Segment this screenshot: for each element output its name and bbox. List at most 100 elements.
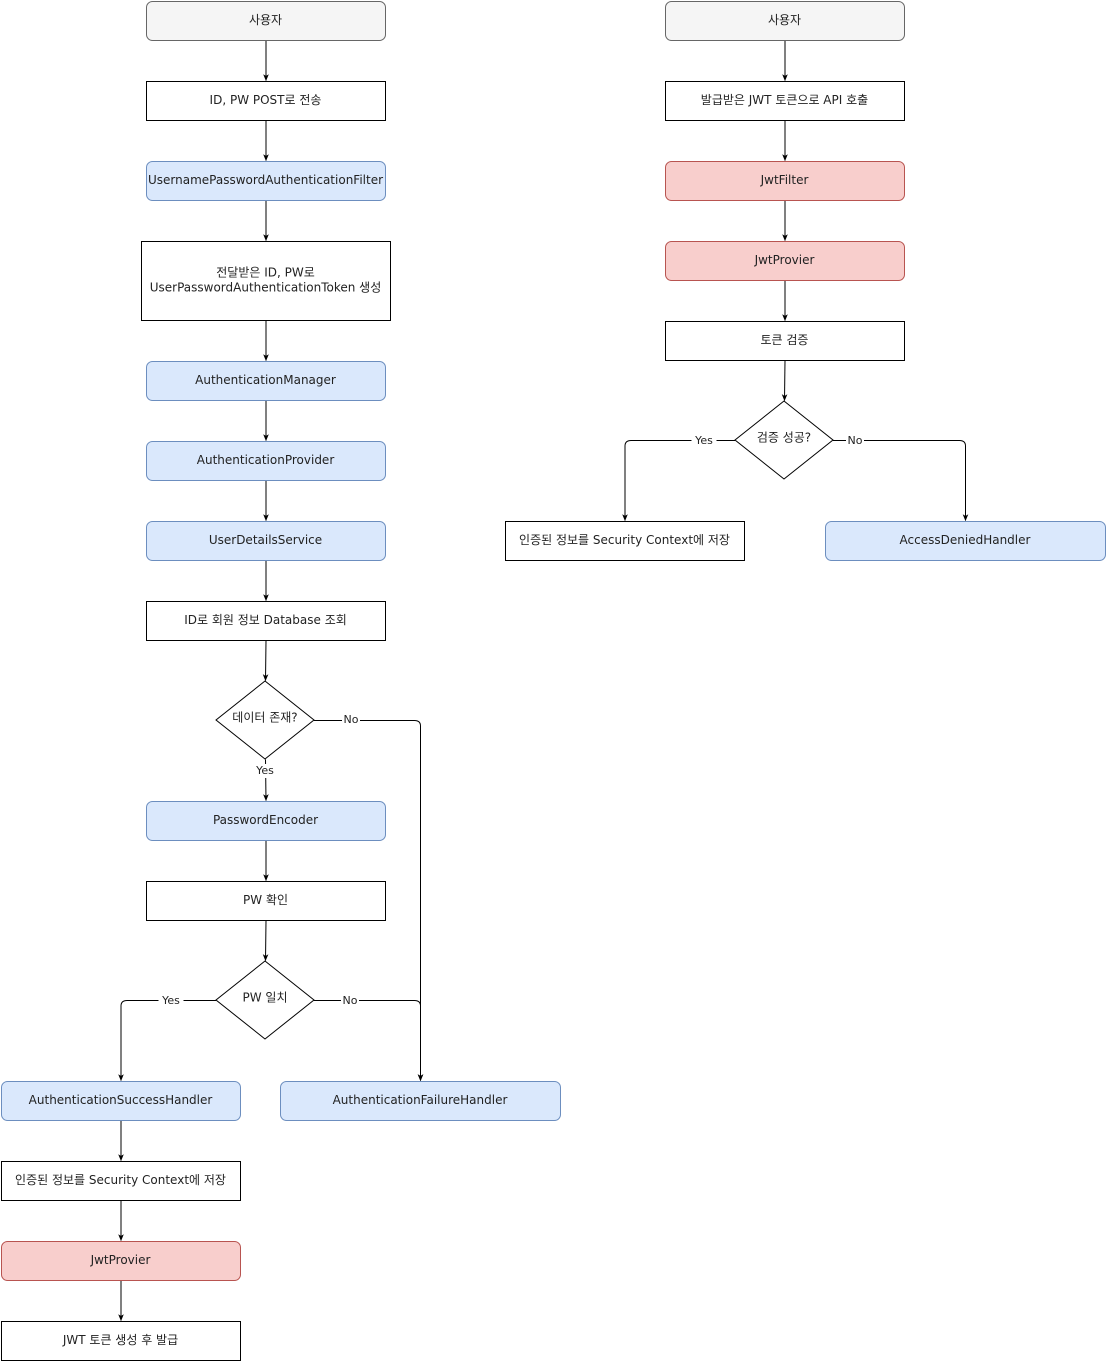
- node-label: 발급받은 JWT 토큰으로 API 호출: [701, 93, 868, 107]
- edge-label-text: No: [848, 434, 863, 447]
- node-l-db: ID로 회원 정보 Database 조회: [146, 601, 386, 641]
- node-r-denied: AccessDeniedHandler: [825, 521, 1106, 561]
- edge-label-background: [342, 713, 360, 727]
- process-box: [141, 241, 391, 321]
- process-box: [280, 1081, 561, 1121]
- process-box: [146, 81, 386, 121]
- edge-label-text: Yes: [161, 994, 180, 1007]
- node-label: AccessDeniedHandler: [900, 533, 1031, 547]
- edge-label-l-match-no: No: [341, 994, 359, 1008]
- node-l-provider: AuthenticationProvider: [146, 441, 386, 481]
- edge-label-text: Yes: [255, 764, 274, 777]
- process-box: [1, 1321, 241, 1361]
- node-label: 사용자: [768, 13, 801, 27]
- edge-label-background: [691, 434, 717, 448]
- process-box: [146, 361, 386, 401]
- node-label: 인증된 정보를 Security Context에 저장: [519, 533, 730, 547]
- edge-label-r-ok-no: No: [846, 434, 864, 448]
- process-box: [1, 1161, 241, 1201]
- node-r-ok: 검증 성공?: [734, 400, 834, 480]
- process-box: [146, 881, 386, 921]
- edge-label-background: [158, 994, 184, 1008]
- process-box: [146, 441, 386, 481]
- edge-match-no-to-failure: [314, 1000, 424, 1082]
- node-r-verify: 토큰 검증: [665, 321, 905, 361]
- node-l-jwtprov: JwtProvier: [1, 1241, 241, 1281]
- process-box: [146, 601, 386, 641]
- node-label: JwtProvier: [90, 1253, 151, 1267]
- node-r-call: 발급받은 JWT 토큰으로 API 호출: [665, 81, 905, 121]
- node-l-post: ID, PW POST로 전송: [146, 81, 386, 121]
- process-box: [665, 321, 905, 361]
- node-label: 검증 성공?: [757, 431, 811, 445]
- node-label: 데이터 존재?: [232, 711, 297, 725]
- node-label: PasswordEncoder: [213, 813, 318, 827]
- node-label: 인증된 정보를 Security Context에 저장: [15, 1173, 226, 1187]
- process-box: [1, 1241, 241, 1281]
- node-r-user: 사용자: [665, 1, 905, 41]
- edge-ok-no-to-denied: [833, 440, 969, 522]
- node-label: ID로 회원 정보 Database 조회: [184, 613, 347, 627]
- decision-shape: [215, 680, 315, 760]
- edge-label-l-match-yes: Yes: [158, 994, 184, 1008]
- node-label: PW 일치: [243, 991, 288, 1005]
- node-l-filter: UsernamePasswordAuthenticationFilter: [146, 161, 386, 201]
- node-l-token: 전달받은 ID, PW로UserPasswordAuthenticationTo…: [141, 241, 391, 321]
- node-label: UserPasswordAuthenticationToken 생성: [150, 281, 382, 295]
- node-l-match: PW 일치: [215, 960, 315, 1040]
- process-box: [665, 81, 905, 121]
- node-l-uds: UserDetailsService: [146, 521, 386, 561]
- decision-shape: [734, 400, 834, 480]
- edge-label-text: No: [344, 713, 359, 726]
- process-box: [665, 1, 905, 41]
- edge-label-l-exist-yes: Yes: [252, 764, 278, 778]
- decision-shape: [215, 960, 315, 1040]
- edge-label-background: [341, 994, 359, 1008]
- edges-layer: [118, 40, 969, 1322]
- node-label: AuthenticationManager: [195, 373, 336, 387]
- edge-label-text: No: [343, 994, 358, 1007]
- edge-label-background: [846, 434, 864, 448]
- process-box: [665, 161, 905, 201]
- node-r-context: 인증된 정보를 Security Context에 저장: [505, 521, 745, 561]
- node-label: 전달받은 ID, PW로: [216, 266, 315, 280]
- node-label: JwtProvier: [754, 253, 815, 267]
- node-l-encoder: PasswordEncoder: [146, 801, 386, 841]
- node-label: UsernamePasswordAuthenticationFilter: [148, 173, 383, 187]
- node-l-issue: JWT 토큰 생성 후 발급: [1, 1321, 241, 1361]
- process-box: [146, 801, 386, 841]
- node-l-manager: AuthenticationManager: [146, 361, 386, 401]
- node-l-success: AuthenticationSuccessHandler: [1, 1081, 241, 1121]
- node-label: ID, PW POST로 전송: [210, 93, 322, 107]
- edge-ok-yes-to-context: [622, 440, 735, 522]
- node-label: AuthenticationFailureHandler: [333, 1093, 508, 1107]
- process-box: [146, 521, 386, 561]
- node-l-user: 사용자: [146, 1, 386, 41]
- edge-exist-no-to-failure: [314, 720, 424, 1082]
- edge-l-pwcheck-to-l-match: [262, 920, 269, 962]
- process-box: [146, 161, 386, 201]
- node-label: PW 확인: [243, 893, 288, 907]
- node-r-prov: JwtProvier: [665, 241, 905, 281]
- edge-label-text: Yes: [694, 434, 713, 447]
- node-label: AuthenticationSuccessHandler: [29, 1093, 213, 1107]
- node-l-context: 인증된 정보를 Security Context에 저장: [1, 1161, 241, 1201]
- node-label: AuthenticationProvider: [197, 453, 335, 467]
- node-l-failure: AuthenticationFailureHandler: [280, 1081, 561, 1121]
- edge-r-verify-to-r-ok: [781, 360, 788, 402]
- node-label: UserDetailsService: [209, 533, 322, 547]
- edge-match-yes-to-success: [118, 1000, 216, 1082]
- process-box: [1, 1081, 241, 1121]
- edge-l-db-to-l-exist: [262, 640, 269, 682]
- edge-label-background: [252, 764, 278, 778]
- node-l-exist: 데이터 존재?: [215, 680, 315, 760]
- node-label: 사용자: [249, 13, 282, 27]
- process-box: [505, 521, 745, 561]
- node-r-filter: JwtFilter: [665, 161, 905, 201]
- process-box: [146, 1, 386, 41]
- edge-label-r-ok-yes: Yes: [691, 434, 717, 448]
- node-label: JwtFilter: [760, 173, 809, 187]
